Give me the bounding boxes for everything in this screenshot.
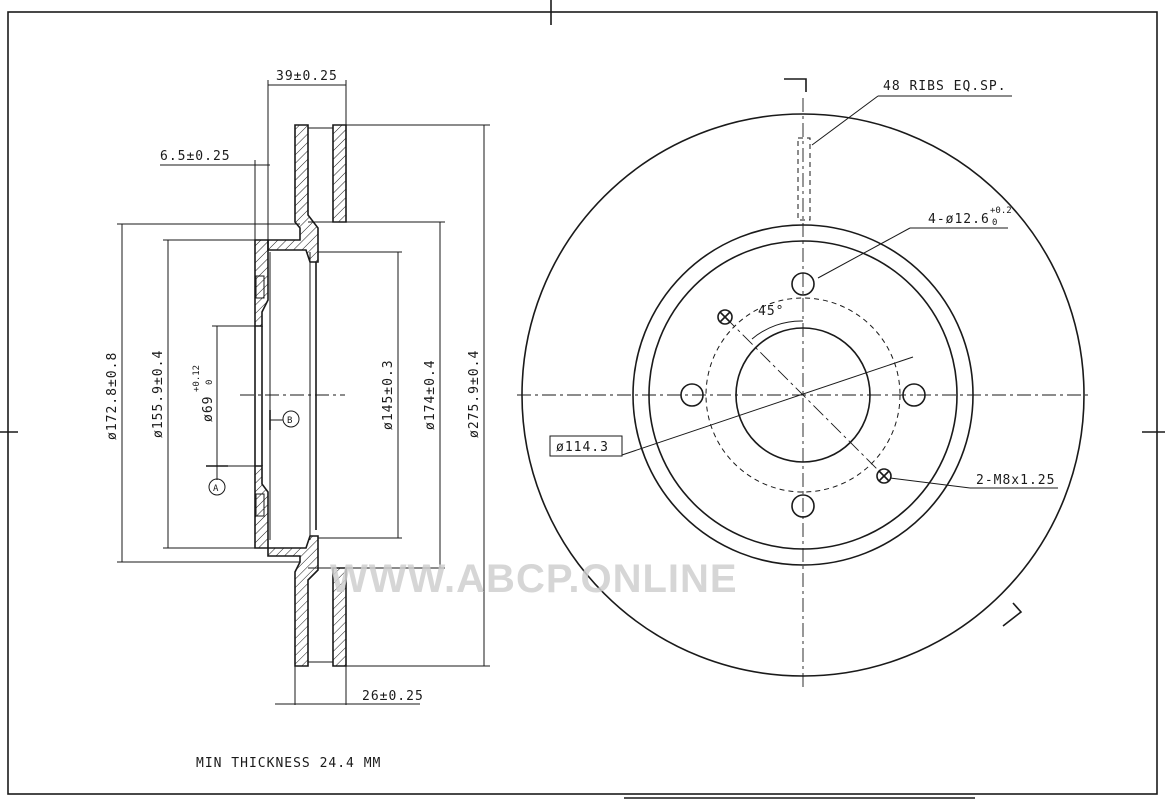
- section-view: [117, 80, 490, 705]
- ribs-label: 48 RIBS EQ.SP.: [883, 79, 1007, 94]
- min-thickness-note: MIN THICKNESS 24.4 MM: [196, 756, 381, 771]
- bolt-tol-minus: 0: [992, 218, 997, 228]
- dim-flange-6-5: 6.5±0.25: [160, 149, 231, 164]
- pcd-label: ø114.3: [556, 440, 609, 455]
- datum-a-marker: [208, 478, 226, 496]
- dim-dia-69: ø69: [201, 396, 216, 422]
- datum-a-label: A: [213, 484, 219, 494]
- dim-dia-174: ø174±0.4: [423, 359, 438, 430]
- bolt-holes-label: 4-ø12.6: [928, 212, 990, 227]
- watermark: WWW.ABCP.ONLINE: [330, 557, 738, 601]
- dim-dia-69-tol-plus: +0.12: [192, 365, 202, 392]
- dim-dia-155-9: ø155.9±0.4: [151, 350, 166, 438]
- dim-width-39: 39±0.25: [276, 69, 338, 84]
- bolt-tol-plus: +0.2: [990, 206, 1012, 216]
- dim-dia-172-8: ø172.8±0.8: [105, 352, 120, 440]
- dim-thickness-26: 26±0.25: [362, 689, 424, 704]
- angle-label: 45°: [758, 304, 784, 319]
- dim-dia-69-tol-minus: 0: [205, 380, 215, 385]
- datum-b-label: B: [287, 416, 292, 426]
- threads-label: 2-M8x1.25: [976, 473, 1055, 488]
- dim-dia-275-9: ø275.9±0.4: [467, 350, 482, 438]
- datum-b-marker: [282, 410, 300, 428]
- front-view: [517, 78, 1092, 688]
- dim-dia-145: ø145±0.3: [381, 359, 396, 430]
